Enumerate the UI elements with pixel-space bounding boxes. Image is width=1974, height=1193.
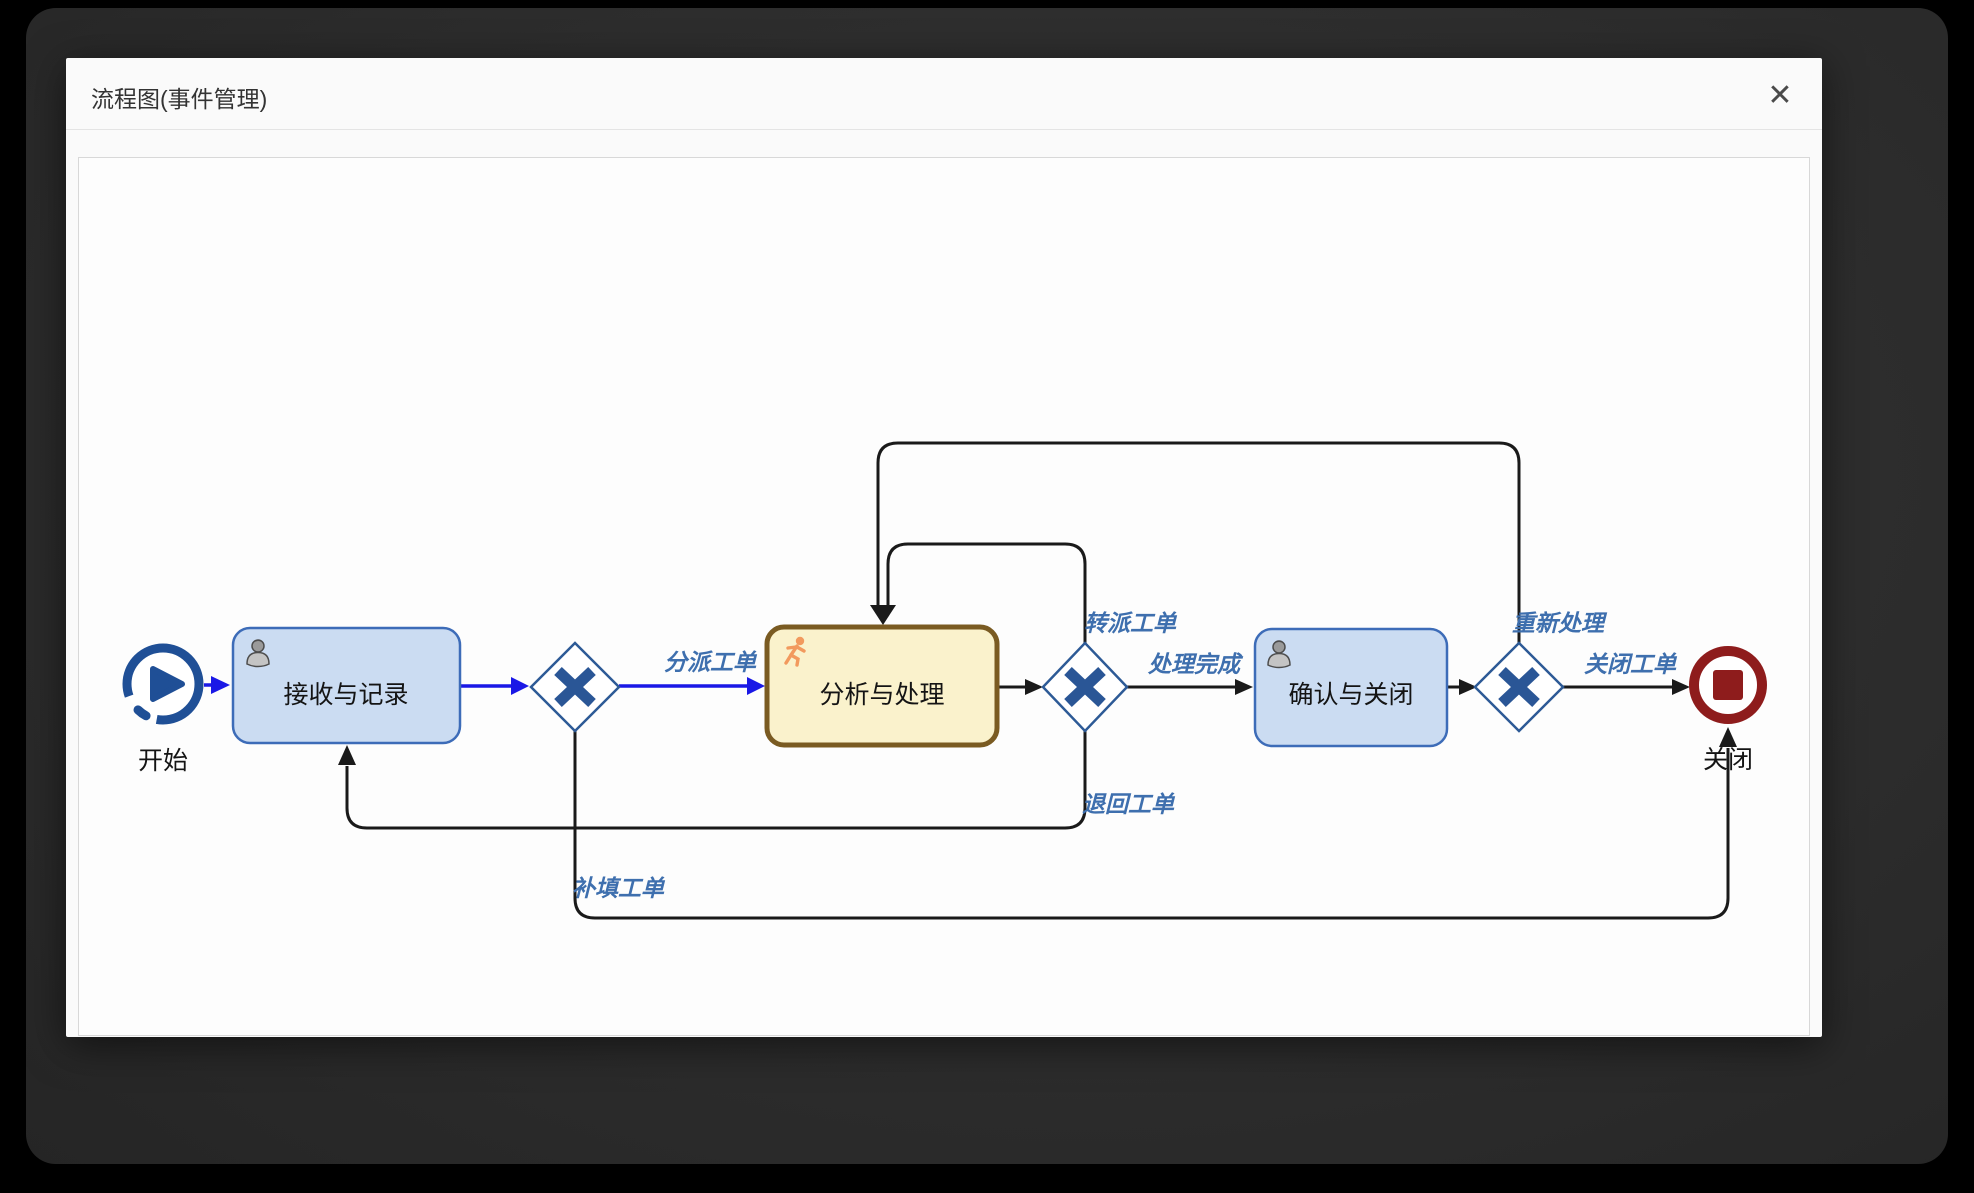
flow-label-transfer: 转派工单 <box>1084 610 1178 636</box>
flow-analyze-to-gateway2 <box>997 679 1043 695</box>
app-window: 流程图(事件管理) ✕ <box>26 8 1948 1164</box>
stop-icon <box>1713 670 1743 700</box>
flow-close-order <box>1563 679 1690 695</box>
node-task-receive: 接收与记录 <box>231 626 462 745</box>
flowchart-modal: 流程图(事件管理) ✕ <box>66 58 1822 1037</box>
flow-transfer-loop <box>886 542 1087 643</box>
flow-label-reprocess: 重新处理 <box>1512 610 1608 636</box>
gateway-x-icon <box>1498 666 1540 708</box>
flow-receive-to-gateway1 <box>460 677 529 695</box>
start-label: 开始 <box>138 747 188 775</box>
arrowhead <box>1672 679 1690 695</box>
end-label: 关闭 <box>1703 746 1753 774</box>
play-icon <box>150 666 185 702</box>
node-gateway1 <box>529 641 621 733</box>
flow-complete <box>1127 679 1253 695</box>
task-label: 确认与关闭 <box>1288 681 1413 709</box>
user-icon <box>1267 640 1291 669</box>
flow-label-return: 退回工单 <box>1082 791 1176 817</box>
flow-label-complete: 处理完成 <box>1147 651 1244 677</box>
arrowhead <box>1459 679 1477 695</box>
node-gateway3 <box>1473 641 1565 733</box>
flow-label-dispatch: 分派工单 <box>664 649 758 675</box>
diagram-canvas[interactable]: 开始 接收与记录 <box>78 157 1810 1036</box>
start-event-dash <box>133 705 151 721</box>
flow-reprocess-loop <box>870 441 1521 643</box>
flow-confirm-to-gateway3 <box>1447 679 1477 695</box>
node-start-event: 开始 <box>122 643 204 775</box>
arrowhead <box>1719 727 1737 747</box>
gateway-x-icon <box>1064 666 1106 708</box>
modal-header: 流程图(事件管理) ✕ <box>66 58 1822 130</box>
arrowhead <box>211 676 230 694</box>
flow-supplement-path <box>573 727 1737 920</box>
flow-label-close-order: 关闭工单 <box>1584 651 1678 677</box>
arrowhead <box>870 605 896 625</box>
node-gateway2 <box>1041 641 1129 733</box>
user-icon <box>246 639 270 668</box>
flow-return-loop <box>338 731 1087 830</box>
arrowhead <box>338 745 356 765</box>
runner-icon <box>784 636 806 667</box>
modal-body: 开始 接收与记录 <box>66 130 1822 1036</box>
node-end-event: 关闭 <box>1689 646 1767 774</box>
flow-label-supplement: 补填工单 <box>572 875 666 901</box>
modal-title: 流程图(事件管理) <box>91 86 268 112</box>
arrowhead <box>747 677 765 695</box>
arrowhead <box>511 677 529 695</box>
node-task-confirm: 确认与关闭 <box>1253 627 1449 748</box>
gateway-x-icon <box>554 666 596 708</box>
arrowhead <box>1025 679 1043 695</box>
task-label: 分析与处理 <box>819 681 944 709</box>
flow-dispatch <box>619 677 765 695</box>
close-icon[interactable]: ✕ <box>1758 74 1802 118</box>
node-task-analyze-active: 分析与处理 <box>764 624 1000 748</box>
task-label: 接收与记录 <box>283 681 408 709</box>
arrowhead <box>1235 679 1253 695</box>
flow-start-to-receive <box>204 676 230 694</box>
